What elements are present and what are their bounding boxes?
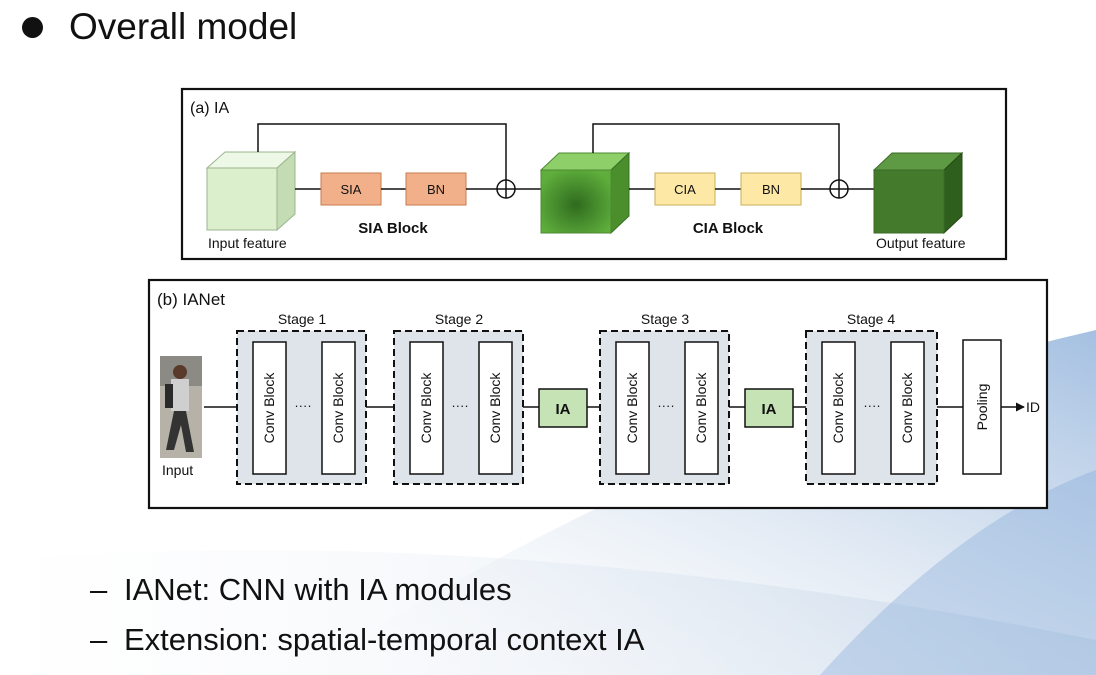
ia-module-label: IA	[556, 401, 571, 418]
cia-block-caption: CIA Block	[693, 220, 764, 237]
conv-block-label: Conv Block	[899, 372, 915, 444]
panel-ia: (a) IA Input feature SIA BN SIA Block	[180, 87, 1008, 261]
output-feature-cube	[872, 151, 964, 235]
sum-icon	[496, 179, 516, 199]
conv-block	[252, 341, 287, 475]
conv-block-label: Conv Block	[418, 372, 434, 444]
intermediate-feature-cube	[539, 151, 631, 235]
conv-block-label: Conv Block	[487, 372, 503, 444]
cia-bn-label: BN	[762, 182, 780, 197]
conv-block-label: Conv Block	[830, 372, 846, 444]
pooling-label: Pooling	[974, 384, 990, 431]
conv-block	[409, 341, 444, 475]
sia-block-caption: SIA Block	[358, 220, 428, 237]
stage-1: Stage 1 Conv Block ···· Conv Block	[236, 311, 367, 485]
cia-bn-module	[740, 172, 802, 206]
slide-title-text: Overall model	[69, 6, 298, 47]
output-id-label: ID	[1026, 399, 1040, 415]
ellipsis: ····	[451, 398, 468, 413]
conv-block	[821, 341, 856, 475]
panel-ia-label: (a) IA	[190, 100, 229, 117]
stage-2: Stage 2 Conv Block ···· Conv Block	[393, 311, 524, 485]
stage-label: Stage 1	[278, 311, 326, 327]
bullet-list: – IANet: CNN with IA modules – Extension…	[90, 572, 644, 672]
bullet-item: – Extension: spatial-temporal context IA	[90, 622, 644, 658]
cia-module-label: CIA	[674, 182, 696, 197]
conv-block	[890, 341, 925, 475]
conv-block	[321, 341, 356, 475]
stage-label: Stage 3	[641, 311, 689, 327]
sia-bn-module	[405, 172, 467, 206]
stage-3: Stage 3 Conv Block ···· Conv Block	[599, 311, 730, 485]
bullet-text: IANet: CNN with IA modules	[124, 572, 512, 607]
bullet-dot-icon	[22, 16, 43, 38]
conv-block-label: Conv Block	[693, 372, 709, 444]
ellipsis: ····	[294, 398, 311, 413]
ia-module	[538, 388, 588, 428]
pooling-block	[962, 339, 1002, 475]
conv-block	[615, 341, 650, 475]
ia-module	[744, 388, 794, 428]
bullet-item: – IANet: CNN with IA modules	[90, 572, 644, 608]
bullet-text: Extension: spatial-temporal context IA	[124, 622, 645, 657]
input-feature-caption: Input feature	[208, 235, 287, 251]
stage-label: Stage 2	[435, 311, 483, 327]
conv-block-label: Conv Block	[261, 372, 277, 444]
input-feature-cube	[205, 150, 297, 232]
panel-ianet: (b) IANet Input Stage 1 Conv Block ···· …	[147, 278, 1049, 510]
stage-label: Stage 4	[847, 311, 895, 327]
stage-4: Stage 4 Conv Block ···· Conv Block	[805, 311, 938, 485]
ia-module-label: IA	[762, 401, 777, 418]
conv-block	[684, 341, 719, 475]
cia-module	[654, 172, 716, 206]
sia-module-label: SIA	[341, 182, 362, 197]
sia-bn-label: BN	[427, 182, 445, 197]
ellipsis: ····	[863, 398, 880, 413]
dash-icon: –	[90, 622, 108, 657]
conv-block-label: Conv Block	[330, 372, 346, 444]
input-person-image	[160, 356, 202, 458]
dash-icon: –	[90, 572, 108, 607]
conv-block-label: Conv Block	[624, 372, 640, 444]
ellipsis: ····	[657, 398, 674, 413]
sum-icon	[829, 179, 849, 199]
conv-block	[478, 341, 513, 475]
input-caption: Input	[162, 462, 193, 478]
panel-ianet-label: (b) IANet	[157, 290, 225, 309]
slide-title: Overall model	[22, 6, 297, 48]
output-feature-caption: Output feature	[876, 235, 966, 251]
